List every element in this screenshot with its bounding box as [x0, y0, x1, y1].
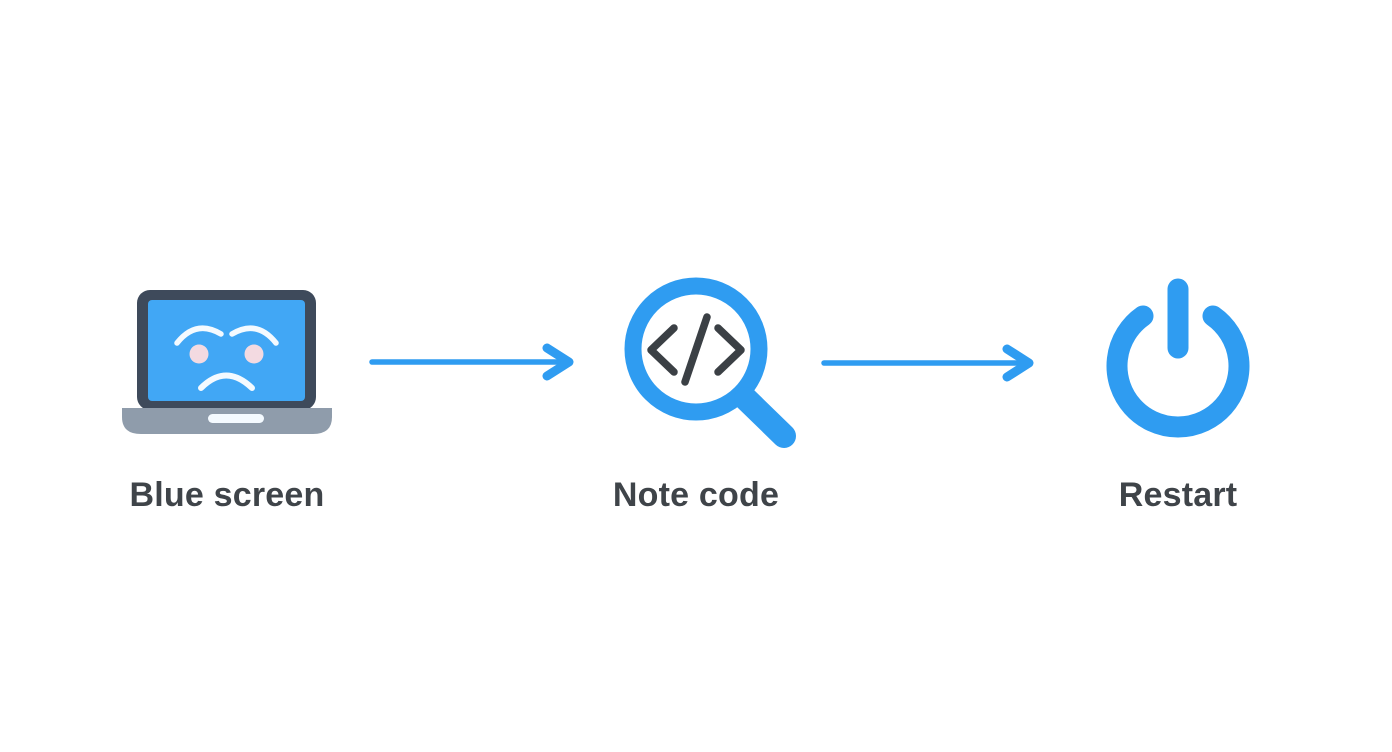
code-slash [681, 313, 711, 386]
step-label-blue-screen: Blue screen [129, 476, 325, 514]
magnifier-handle [734, 387, 796, 448]
right-eyebrow [229, 325, 279, 346]
arrow-right-icon [821, 344, 1034, 382]
code-left-chevron [647, 324, 678, 376]
arrow-right-icon [369, 343, 574, 381]
power-icon [1106, 278, 1250, 438]
step-label-restart: Restart [1118, 476, 1238, 514]
left-eyebrow [174, 325, 224, 346]
step-label-note-code: Note code [612, 476, 780, 514]
power-ring [1106, 305, 1250, 438]
magnifier-lens [624, 277, 768, 421]
laptop-notch [208, 414, 264, 423]
code-magnifier-icon [624, 277, 796, 448]
frown-mouth [198, 372, 255, 391]
sad-face-icon [174, 325, 279, 391]
right-eye [244, 344, 264, 364]
left-eye [189, 344, 209, 364]
sad-laptop-icon [122, 290, 332, 434]
arrow-head [1002, 344, 1034, 382]
code-glyph [647, 313, 745, 386]
code-right-chevron [714, 324, 745, 376]
arrow-head [542, 343, 574, 381]
laptop-screen [148, 300, 305, 401]
